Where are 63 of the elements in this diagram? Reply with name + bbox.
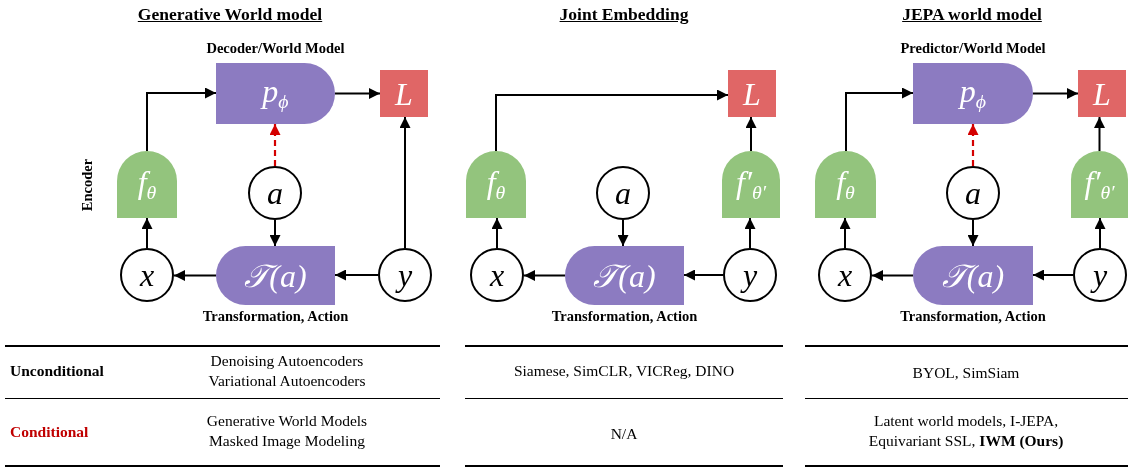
arrow [871,270,914,281]
variable-circle: y [1073,248,1127,302]
variable-circle: x [120,248,174,302]
panel-title: Generative World model [137,5,323,25]
dashed-arrow [967,124,979,166]
arrow [399,116,411,249]
arrow [845,87,914,152]
predictor-block: p$_{ϕ}$ [216,63,335,124]
arrow [744,217,756,249]
arrow [146,87,217,152]
encoder-block: f$_{θ}$ [466,151,526,218]
encoder-block: f$_{θ}$ [815,151,876,218]
table-cell-text: BYOL, SimSiam [912,362,1020,383]
arrow [334,88,381,99]
arrow [683,269,724,281]
transformation-block: 𝒯(a) [913,246,1033,305]
variable-circle: x [818,248,872,302]
loss-box: L [728,70,776,117]
arrow [1032,88,1079,99]
arrow [1094,217,1106,249]
variable-circle: y [378,248,432,302]
arrow [967,219,979,247]
arrow [745,116,757,152]
arrow [839,217,851,249]
variable-circle: a [596,166,650,220]
arrow [495,89,729,152]
loss-box: L [380,70,428,117]
row-header: Unconditional [10,360,104,381]
loss-box: L [1078,70,1126,117]
row-header: Conditional [10,421,89,442]
panel-title: Joint Embedding [559,5,689,25]
variable-circle: x [470,248,524,302]
arrow [269,219,281,247]
table-cell-text: Denoising Autoencoders Variational Autoencoders [207,350,367,391]
block-caption: Transformation, Action [202,309,349,325]
side-label: Encoder [80,158,96,211]
variable-circle: a [946,166,1000,220]
table-cell-text: Siamese, SimCLR, VICReg, DINO [513,360,735,381]
arrow [334,269,379,281]
dashed-arrow [269,124,281,166]
predictor-block: p$_{ϕ}$ [913,63,1033,124]
panel-title: JEPA world model [902,5,1042,25]
arrow [1032,269,1074,281]
table-cell-text: Generative World Models Masked Image Modeling [205,410,369,451]
arrow [1094,116,1105,152]
encoder-block: f′$_{θ′}$ [1071,151,1128,218]
arrow [173,270,217,281]
arrow [523,270,566,281]
encoder-block: f$_{θ}$ [117,151,177,218]
block-caption: Transformation, Action [900,309,1046,325]
table-cell-text: Latent world models, I-JEPA, Equivariant SSL, IWM (Ours) [867,410,1065,451]
arrow [141,217,153,249]
transformation-block: 𝒯(a) [565,246,684,305]
transformation-block: 𝒯(a) [216,246,335,305]
block-heading: Predictor/World Model [900,41,1046,57]
variable-circle: a [248,166,302,220]
arrow [491,217,503,249]
block-caption: Transformation, Action [551,309,698,325]
encoder-block: f′$_{θ′}$ [722,151,780,218]
variable-circle: y [723,248,777,302]
block-heading: Decoder/World Model [206,41,345,57]
arrow [617,219,629,247]
table-cell-text: N/A [610,423,638,444]
